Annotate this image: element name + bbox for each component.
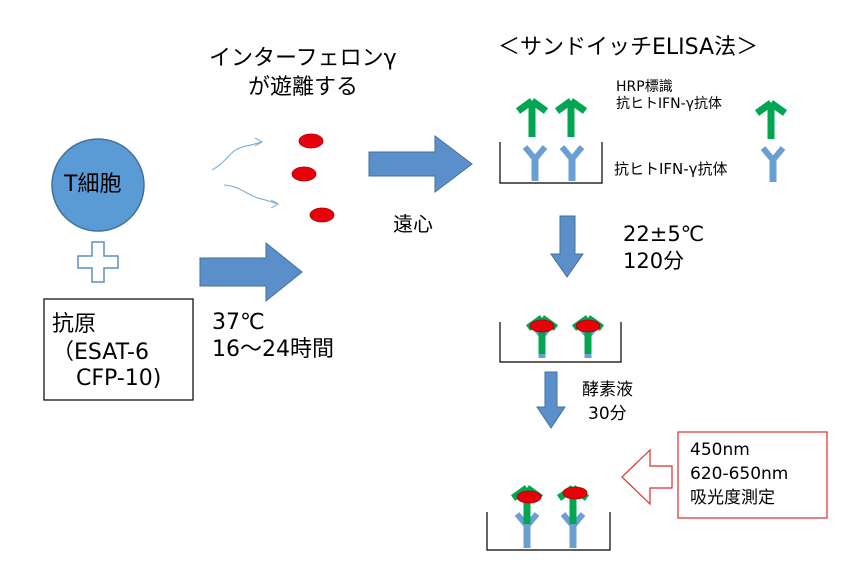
wavy-arrow-2-head: [270, 199, 280, 209]
ifn-dot: [516, 490, 542, 504]
t-cell-circle: [51, 138, 145, 232]
measurement-arrow: [621, 448, 673, 506]
antigen-line1: 抗原: [52, 312, 97, 337]
ifn-dot: [309, 207, 335, 223]
step2-down-arrow: [536, 371, 566, 429]
ifn-dot: [298, 133, 324, 149]
antigen-box: [43, 298, 194, 401]
step2-reagent: 酵素液: [582, 380, 633, 400]
measure-wavelength2: 620-650nm: [690, 464, 789, 484]
detection-plate: [486, 512, 611, 551]
t-cell-label: T細胞: [64, 172, 122, 197]
wavy-arrow-1: [211, 141, 263, 171]
legend-hrp-line2: 抗ヒトIFN-γ抗体: [616, 96, 722, 112]
legend-hrp-line1: HRP標識: [616, 79, 673, 95]
step1-down-arrow: [550, 215, 584, 278]
step2-duration: 30分: [588, 404, 627, 424]
incubation-arrow: [199, 241, 303, 303]
hrp-antibody-icon: [557, 101, 585, 137]
ifn-dot: [562, 486, 588, 500]
sandwich-elisa-title: ＜サンドイッチELISA法＞: [498, 35, 759, 60]
ifn-dot: [529, 319, 555, 333]
capture-antibody-icon: [525, 147, 545, 181]
measure-label: 吸光度測定: [690, 488, 775, 508]
hrp-antibody-icon: [518, 101, 546, 137]
hrp-antibody-icon: [757, 103, 785, 139]
step1-duration: 120分: [623, 249, 685, 273]
capture-plate: [499, 142, 603, 184]
measurement-box: [677, 431, 828, 519]
ifn-dot: [291, 166, 317, 182]
measure-wavelength1: 450nm: [690, 440, 750, 460]
plus-sign-icon: [77, 241, 119, 283]
legend-capture: 抗ヒトIFN-γ抗体: [614, 160, 728, 178]
incubation-duration: 16～24時間: [212, 337, 334, 362]
step1-temperature: 22±5℃: [623, 222, 705, 246]
capture-antibody-icon: [763, 148, 783, 182]
ifn-released-line2: が遊離する: [248, 75, 359, 100]
ifn-released-line1: インターフェロンγ: [209, 46, 397, 71]
ifn-dot: [575, 319, 601, 333]
antigen-line3: CFP-10): [76, 366, 162, 391]
antigen-line2: （ESAT-6: [52, 340, 149, 365]
centrifuge-label: 遠心: [393, 212, 433, 236]
incubation-temperature: 37℃: [212, 310, 265, 335]
capture-antibody-icon: [562, 147, 582, 181]
wavy-arrow-1-head: [254, 137, 264, 147]
centrifuge-arrow: [368, 134, 473, 194]
wavy-arrow-2: [223, 184, 279, 205]
sandwich-plate: [499, 322, 622, 363]
